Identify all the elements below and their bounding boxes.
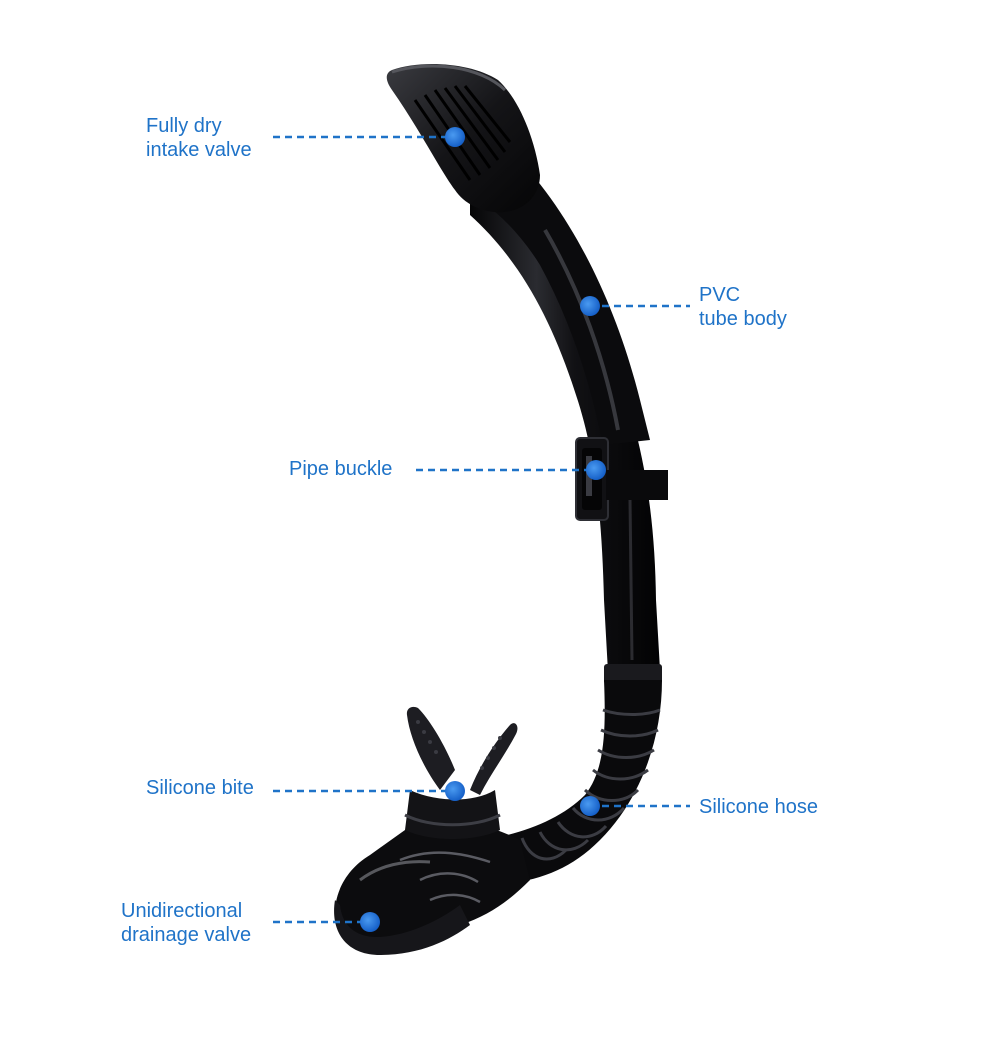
dot-hose <box>580 796 600 816</box>
label-pipe-buckle: Pipe buckle <box>289 457 392 481</box>
bite-ring <box>404 813 501 827</box>
snorkel-image <box>334 64 668 955</box>
tube-joint <box>604 664 662 684</box>
tube-highlight <box>543 228 620 431</box>
dot-bite <box>445 781 465 801</box>
label-line: tube body <box>699 308 787 330</box>
label-line: drainage valve <box>121 924 252 946</box>
label-pvc-tube-body: PVC tube body <box>699 283 787 331</box>
dot-buckle <box>586 460 606 480</box>
dot-pvc <box>580 296 600 316</box>
callout-dots <box>360 127 606 932</box>
label-silicone-bite: Silicone bite <box>146 776 254 800</box>
label-silicone-hose: Silicone hose <box>699 795 818 819</box>
bite-base <box>405 790 500 839</box>
drainage-ribs <box>399 851 491 904</box>
dot-intake <box>445 127 465 147</box>
label-line: Pipe buckle <box>289 458 393 480</box>
dot-drain <box>360 912 380 932</box>
label-drainage-valve: Unidirectional drainage valve <box>121 899 251 947</box>
label-line: Fully dry <box>146 115 222 137</box>
drainage-lower <box>334 900 470 955</box>
tube-highlight-2 <box>628 499 634 661</box>
hose-ribs <box>520 708 661 861</box>
drainage-highlight <box>359 860 431 882</box>
bite-right-wing <box>470 723 518 795</box>
label-line: intake valve <box>146 139 252 161</box>
tube-body <box>470 170 660 672</box>
bite-left-wing <box>406 706 455 790</box>
drainage-body <box>334 821 530 952</box>
intake-rim <box>391 64 507 92</box>
bite-dots <box>416 720 502 770</box>
label-intake-valve: Fully dry intake valve <box>146 114 252 162</box>
silicone-hose <box>480 680 662 885</box>
label-line: PVC <box>699 284 741 306</box>
label-line: Silicone hose <box>699 796 818 818</box>
label-line: Silicone bite <box>146 777 254 799</box>
callout-lines <box>273 135 690 924</box>
label-line: Unidirectional <box>121 900 243 922</box>
